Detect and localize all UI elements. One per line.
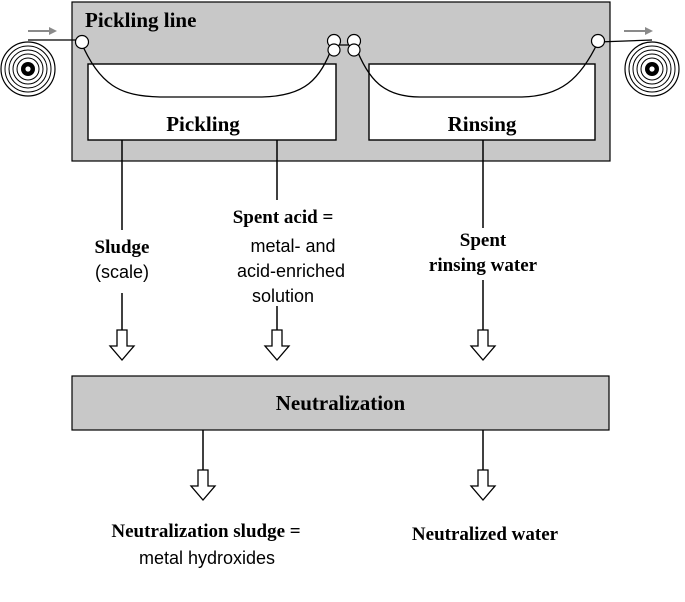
- pickling-line-title: Pickling line: [85, 8, 197, 32]
- flow-lines: [121, 140, 484, 470]
- spent-acid-detail-3: solution: [251, 286, 315, 306]
- sludge-title: Sludge: [94, 237, 150, 258]
- pickling-tank-label: Pickling: [166, 112, 240, 136]
- motion-arrow-icon: [624, 27, 653, 35]
- motion-arrow-icon: [28, 27, 57, 35]
- coil-icon: [624, 41, 680, 97]
- neutralization-box: [71, 375, 610, 431]
- sludge-detail: (scale): [94, 262, 149, 282]
- pickling-tank: [87, 63, 337, 141]
- rinsing-tank: [368, 63, 596, 141]
- flow-arrow-icon: [470, 469, 496, 501]
- spent-acid-detail-2: acid-enriched: [236, 261, 346, 281]
- spent-acid-title: Spent acid =: [232, 207, 334, 228]
- neutralization-title: Neutralization: [275, 391, 406, 415]
- rinsing-tank-label: Rinsing: [447, 112, 517, 136]
- neutralization-sludge-title: Neutralization sludge =: [111, 521, 301, 542]
- flow-arrow-icon: [190, 469, 216, 501]
- coil-icon: [0, 41, 56, 97]
- flow-arrow-icon: [264, 329, 290, 361]
- neutralization-sludge-detail: metal hydroxides: [138, 548, 276, 568]
- spent-rinsing-title-1: Spent: [459, 230, 507, 251]
- neutralized-water-title: Neutralized water: [411, 524, 559, 545]
- roller-icon: [74, 33, 606, 57]
- flow-arrow-icon: [470, 329, 496, 361]
- flow-arrow-icon: [109, 329, 135, 361]
- spent-acid-detail-1: metal- and: [250, 236, 336, 256]
- spent-rinsing-title-2: rinsing water: [428, 255, 538, 276]
